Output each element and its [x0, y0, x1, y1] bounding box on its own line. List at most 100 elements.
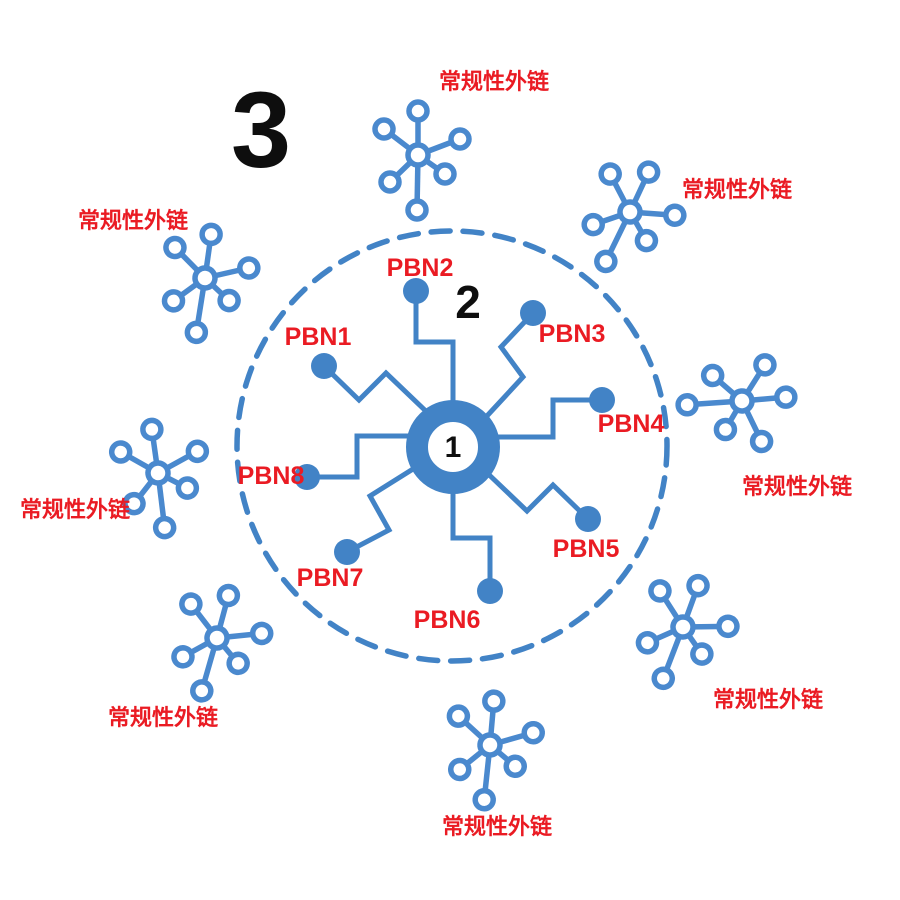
satellite-label: 常规性外链: [78, 208, 188, 233]
pbn-node-dot: [520, 300, 546, 326]
external-link-cluster-icon: [635, 573, 740, 691]
star-end-ring: [226, 651, 250, 676]
pbn-node-dot: [403, 278, 429, 304]
star-end-ring: [598, 162, 622, 186]
star-end-ring: [716, 614, 740, 639]
star-end-ring: [163, 235, 187, 260]
hub-step-number: 1: [445, 431, 462, 464]
pbn-node-dot: [589, 387, 615, 413]
star-end-ring: [405, 198, 429, 222]
star-end-ring: [179, 592, 203, 616]
pbn-node-group: PBN2: [387, 254, 456, 401]
pbn-link-line: [491, 397, 602, 440]
star-end-ring: [700, 363, 725, 388]
pbn-node-dot: [294, 464, 320, 490]
star-end-ring: [161, 289, 186, 313]
star-end-ring: [749, 429, 774, 454]
pbn-node-group: PBN5: [482, 468, 620, 563]
pbn-ring-dashed-circle: [234, 228, 670, 664]
star-end-ring: [249, 621, 274, 646]
star-end-ring: [686, 573, 710, 598]
star-end-ring: [152, 515, 177, 540]
pbn-node-label: PBN5: [553, 535, 620, 563]
pbn-node-group: PBN6: [414, 486, 503, 634]
star-center-ring: [670, 614, 696, 640]
hub-group: 1: [406, 400, 500, 494]
pbn-node-label: PBN7: [297, 564, 364, 592]
star-end-ring: [503, 754, 527, 779]
pbn-link-line: [345, 461, 423, 555]
pbn-node-group: PBN8: [238, 433, 417, 490]
pbn-node-group: PBN3: [484, 300, 606, 419]
star-end-ring: [190, 679, 214, 703]
star-end-ring: [648, 579, 672, 603]
star-end-ring: [753, 353, 777, 377]
pbn-node-label: PBN6: [414, 606, 481, 634]
pbn-node-label: PBN3: [539, 320, 606, 348]
pbn-node-dot: [334, 539, 360, 565]
star-end-ring: [482, 689, 506, 713]
pbn-link-line: [322, 364, 433, 418]
external-link-cluster-icon: [675, 353, 798, 454]
pbn-node-dot: [311, 353, 337, 379]
star-end-ring: [581, 212, 605, 237]
pbn-link-line: [482, 468, 590, 521]
pbn-link-line: [450, 486, 493, 591]
star-end-ring: [171, 645, 195, 669]
pbn-link-line: [413, 291, 456, 401]
pbn-node-dot: [477, 578, 503, 604]
external-link-cluster-icon: [161, 222, 261, 345]
pbn-node-label: PBN8: [238, 462, 305, 490]
star-end-ring: [634, 228, 659, 253]
pbn-node-label: PBN2: [387, 254, 454, 282]
external-link-cluster-icon: [372, 99, 472, 222]
star-end-ring: [378, 170, 402, 194]
external-link-cluster-icon: [171, 583, 274, 703]
satellite-label: 常规性外链: [713, 687, 823, 712]
satellite-label: 常规性外链: [439, 69, 549, 94]
satellite-label: 常规性外链: [742, 474, 852, 499]
star-center-ring: [405, 142, 431, 168]
star-end-ring: [675, 393, 699, 417]
satellite-label: 常规性外链: [442, 814, 552, 839]
hub-ring-icon: [406, 400, 500, 494]
star-end-ring: [216, 583, 241, 608]
star-end-ring: [521, 720, 545, 745]
star-end-ring: [594, 249, 618, 274]
external-link-cluster-icon: [446, 689, 545, 812]
star-end-ring: [217, 288, 241, 313]
star-end-ring: [774, 385, 798, 409]
star-end-ring: [184, 320, 209, 345]
pbn-node-group: PBN4: [491, 387, 665, 440]
star-center-ring: [145, 460, 171, 486]
star-end-ring: [713, 417, 738, 442]
star-end-ring: [140, 417, 164, 442]
star-end-ring: [175, 476, 200, 500]
external-link-cluster-icon: [581, 160, 687, 274]
pbn-node-dot: [575, 506, 601, 532]
star-center-ring: [204, 625, 230, 651]
pbn-node-group: PBN1: [285, 323, 433, 418]
pbn-node-label: PBN1: [285, 323, 352, 351]
external-link-cluster-icon: [108, 417, 210, 540]
satellite-label: 常规性外链: [20, 497, 130, 522]
star-end-ring: [472, 787, 496, 812]
pbn-node-group: PBN7: [297, 461, 423, 592]
star-end-ring: [122, 491, 146, 516]
satellite-label: 常规性外链: [108, 705, 218, 730]
step-number-ring: 2: [455, 276, 481, 328]
star-end-ring: [663, 203, 687, 227]
star-end-ring: [636, 160, 661, 184]
star-center-ring: [192, 265, 218, 291]
star-end-ring: [108, 440, 133, 464]
star-end-ring: [448, 127, 472, 151]
star-end-ring: [635, 631, 660, 655]
pbn-node-label: PBN4: [598, 410, 665, 438]
star-end-ring: [690, 642, 714, 666]
star-end-ring: [433, 162, 457, 186]
star-end-ring: [406, 99, 430, 123]
star-end-ring: [185, 439, 210, 464]
star-center-ring: [477, 732, 503, 758]
